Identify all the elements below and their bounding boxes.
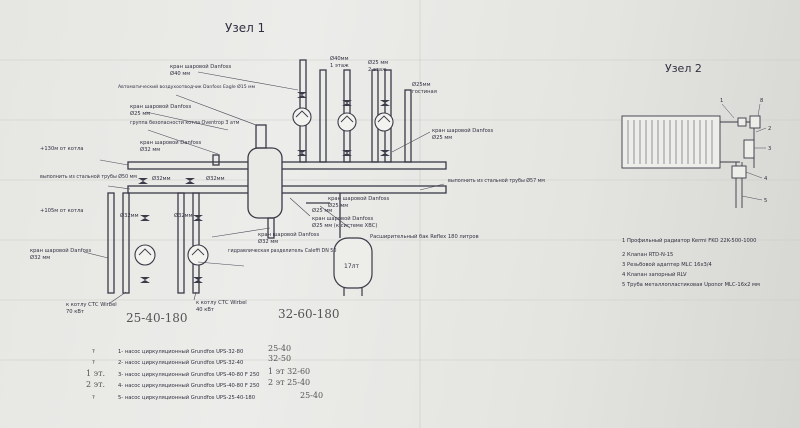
callout-number: 3 (768, 146, 771, 152)
pump-text: 1- насос циркуляционный Grundfos UPS-32-… (118, 348, 243, 355)
label-steel-pipe-left: выполнить из стальной трубы Ø50 мм (40, 173, 137, 180)
label-valve-mid1: кран шаровой Danfoss (328, 195, 389, 202)
handwritten-note-b: 32-60-180 (278, 307, 340, 321)
pump-text: 3- насос циркуляционный Grundfos UPS-40-… (118, 371, 259, 378)
callout-number: 2 (768, 126, 771, 132)
label-to-boiler-2-power: 40 кВт (196, 307, 214, 313)
pump-symbol (292, 107, 312, 127)
pump-note: 32-50 (268, 354, 291, 363)
label-d25-right-top: Ø25мм (412, 81, 431, 88)
label-d32-b: Ø32мм (206, 175, 225, 182)
label-valve-top: кран шаровой Danfoss (170, 63, 231, 70)
label-living-room: гостиная (412, 89, 437, 95)
label-boiler-flow: +130м от котла (40, 146, 83, 152)
label-valve-lower-left: кран шаровой Danfoss (30, 247, 91, 254)
label-valve-left-mid-d: Ø32 мм (140, 146, 160, 153)
handwritten-note-a: 25-40-180 (126, 311, 188, 325)
label-expansion-tank: Расширительный бак Reflex 180 литров (370, 233, 479, 240)
label-valve-mid2: кран шаровой Danfoss (312, 215, 373, 222)
label-d25-mid: Ø25 мм (312, 207, 332, 214)
label-d25-top: Ø25 мм (368, 59, 388, 66)
label-d32-c: Ø32мм (120, 212, 139, 219)
pump-symbol (187, 244, 209, 266)
label-valve-lower-mid: кран шаровой Danfoss (258, 231, 319, 238)
valve-symbols (138, 92, 390, 283)
legend-item: 5 Труба металлопластиковая Uponor MLC-16… (622, 282, 760, 288)
label-hydro-separator: гидравлическая разделитель Caleffi DN 50 (228, 248, 336, 254)
label-valve-mid1-d: Ø25 мм (328, 202, 348, 209)
pump-symbol (374, 112, 394, 132)
title-node1: Узел 1 (225, 21, 265, 35)
label-valve-air-d: Ø25 мм (130, 110, 150, 117)
tank-volume: 17лт (344, 263, 359, 270)
label-boiler-return: +105м от котла (40, 208, 83, 214)
callout-number: 1 (720, 98, 723, 104)
label-valve-lower-mid-d: Ø32 мм (258, 238, 278, 245)
label-valve-left-mid: кран шаровой Danfoss (140, 139, 201, 146)
pump-list: ? 1- насос циркуляционный Grundfos UPS-3… (86, 344, 323, 401)
label-floor1: 1 этаж (330, 63, 349, 69)
title-node2: Узел 2 (665, 62, 702, 75)
node2-callouts: 1 8 2 3 4 5 (720, 98, 771, 204)
label-d32-d: Ø32мм (174, 212, 193, 219)
callout-number: 8 (760, 98, 763, 104)
pump-text: 2- насос циркуляционный Grundfos UPS-32-… (118, 359, 243, 366)
label-to-boiler-1: к котлу СТС Wirbel (66, 302, 117, 308)
pump-note: 25-40 (300, 391, 323, 400)
callout-number: 5 (764, 198, 767, 204)
pump-mark: 1 эт. (86, 369, 105, 378)
pump-text: 4- насос циркуляционный Grundfos UPS-40-… (118, 382, 259, 389)
label-safety-group: группа безопасности котла Oventrop 3 атм (130, 120, 240, 126)
pump-symbol (337, 112, 357, 132)
pump-mark: ? (92, 349, 95, 355)
label-floor2: 2 этаж (368, 67, 387, 73)
expansion-tank (333, 237, 373, 296)
pump-mark: 2 эт. (86, 380, 105, 389)
pump-note: 2 эт 25-40 (268, 378, 310, 387)
callout-number: 4 (764, 176, 768, 182)
pump-symbols (134, 107, 394, 266)
legend-item: 3 Резьбовой адаптер MLC 16x3/4 (622, 261, 713, 268)
label-valve-air: кран шаровой Danfoss (130, 103, 191, 110)
pump-note: 25-40 (268, 344, 291, 353)
legend-item: 1 Профильный радиатор Kermi FKO 22K-500-… (622, 237, 756, 244)
label-valve-top-d: Ø40 мм (170, 70, 190, 77)
label-d40-top: Ø40мм (330, 55, 349, 62)
legend-item: 4 Клапан запорный RLV (622, 271, 687, 278)
label-valve-right-d: Ø25 мм (432, 134, 452, 141)
pump-mark: ? (92, 395, 95, 401)
label-d32-a: Ø32мм (152, 175, 171, 182)
legend-item: 2 Клапан RTD-N-15 (622, 252, 673, 258)
node2-legend: 1 Профильный радиатор Kermi FKO 22K-500-… (622, 237, 760, 288)
label-valve-lower-left-d: Ø32 мм (30, 254, 50, 261)
label-steel-pipe-right: выполнить из стальной трубы Ø57 мм (448, 177, 545, 184)
pump-symbol (134, 244, 156, 266)
label-valve-right: кран шаровой Danfoss (432, 127, 493, 134)
pump-note: 1 эт 32-60 (268, 367, 310, 376)
pump-mark: ? (92, 360, 95, 366)
label-to-boiler-1-power: 70 кВт (66, 309, 84, 315)
radiator-drawing (621, 115, 761, 208)
label-to-boiler-2: к котлу СТС Wirbel (196, 300, 247, 306)
label-air-vent: Автоматический воздухоотводчик Danfoss E… (118, 83, 256, 90)
label-valve-mid2-d: Ø25 мм (к системе ХВС) (312, 222, 377, 229)
pump-text: 5- насос циркуляционный Grundfos UPS-25-… (118, 394, 255, 401)
